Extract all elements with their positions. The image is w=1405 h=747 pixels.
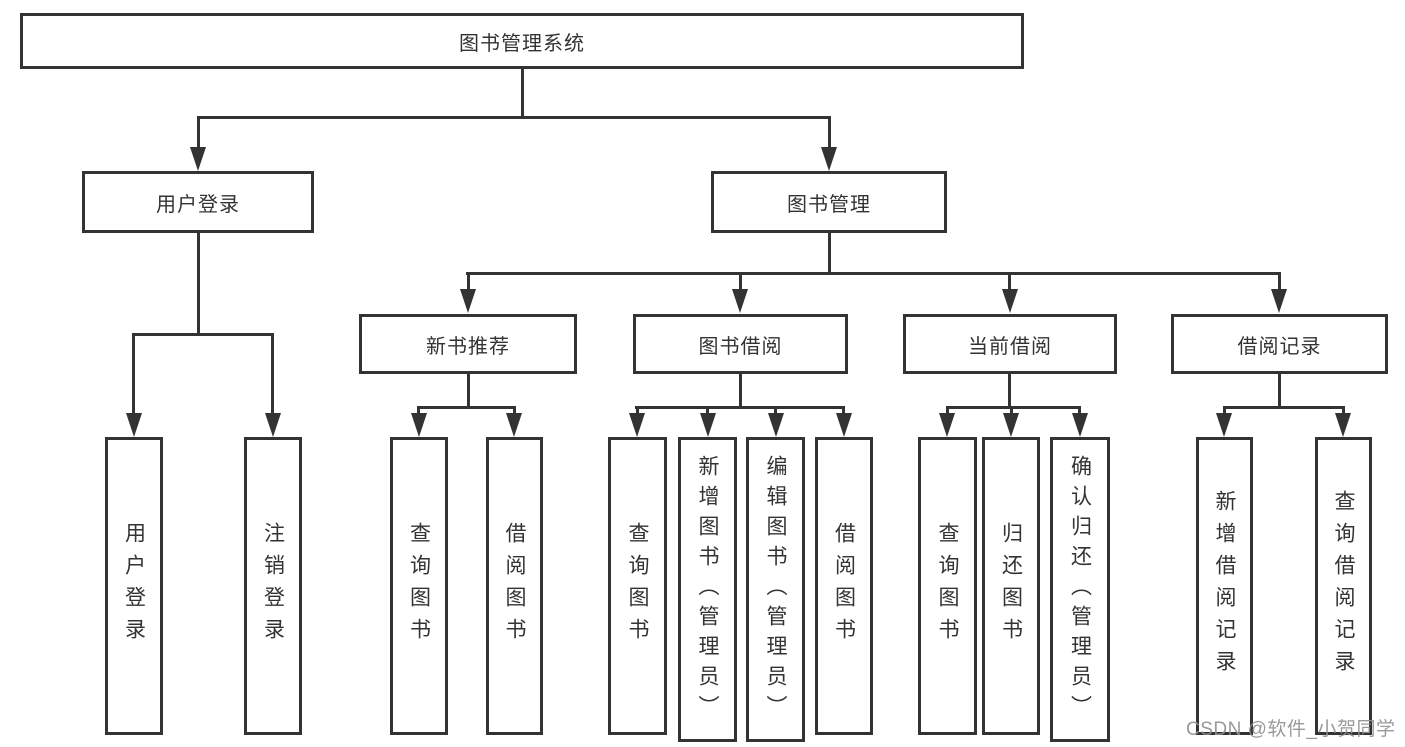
connector-book-management-bar xyxy=(466,272,1281,275)
node-current-borrow: 当前借阅 xyxy=(903,314,1117,374)
arrowhead-to-leaf-user-login xyxy=(126,413,142,437)
node-new-book-recommend: 新书推荐 xyxy=(359,314,577,374)
connector-borrow-drop-2 xyxy=(706,406,709,415)
connector-borrow-drop-1 xyxy=(636,406,639,415)
connector-user-login-stem xyxy=(197,233,200,336)
connector-user-login-drop-1 xyxy=(132,333,135,415)
arrowhead-to-current-borrow xyxy=(1002,289,1018,313)
csdn-watermark: CSDN @软件_小贺同学 xyxy=(1186,719,1396,740)
connector-newrec-bar xyxy=(417,406,516,409)
arrowhead-to-newrec-query-book xyxy=(411,413,427,437)
arrowhead-to-records-add-record xyxy=(1216,413,1232,437)
leaf-current-confirm-return-admin-label: 确认归还（管理员） xyxy=(1068,454,1092,725)
connector-newrec-drop-1 xyxy=(417,406,420,415)
node-book-management-label: 图书管理 xyxy=(787,193,871,216)
node-borrow-records-label: 借阅记录 xyxy=(1237,335,1322,358)
leaf-borrow-borrow-book-label: 借阅图书 xyxy=(832,522,856,650)
leaf-records-query-record-label: 查询借阅记录 xyxy=(1332,490,1355,682)
arrowhead-to-borrow-query-book xyxy=(629,413,645,437)
connector-bm-drop-borrow xyxy=(739,272,742,290)
arrowhead-to-current-confirm-return xyxy=(1072,413,1088,437)
connector-borrow-drop-3 xyxy=(774,406,777,415)
leaf-current-return-book: 归还图书 xyxy=(982,437,1040,735)
connector-root-stem xyxy=(521,69,524,119)
node-user-login-label: 用户登录 xyxy=(156,193,240,216)
node-book-management: 图书管理 xyxy=(711,171,947,233)
arrowhead-to-leaf-logout xyxy=(265,413,281,437)
leaf-records-add-record-label: 新增借阅记录 xyxy=(1213,490,1236,682)
leaf-newrec-borrow-book-label: 借阅图书 xyxy=(503,522,526,650)
arrowhead-to-new-book-recommend xyxy=(460,289,476,313)
arrowhead-to-book-borrow xyxy=(732,289,748,313)
connector-current-bar xyxy=(946,406,1081,409)
connector-records-stem xyxy=(1278,374,1281,408)
arrowhead-to-borrow-add-book xyxy=(700,413,716,437)
connector-newrec-stem xyxy=(467,374,470,408)
connector-root-drop-book-management xyxy=(828,116,831,149)
arrowhead-to-borrow-edit-book xyxy=(768,413,784,437)
node-root-label: 图书管理系统 xyxy=(459,32,585,55)
leaf-current-query-book-label: 查询图书 xyxy=(936,522,959,650)
arrowhead-to-borrow-borrow-book xyxy=(836,413,852,437)
connector-borrow-drop-4 xyxy=(842,406,845,415)
leaf-logout: 注销登录 xyxy=(244,437,302,735)
connector-book-management-stem xyxy=(828,233,831,274)
connector-records-drop-2 xyxy=(1342,406,1345,415)
leaf-newrec-query-book-label: 查询图书 xyxy=(407,522,431,650)
connector-user-login-bar xyxy=(132,333,274,336)
node-current-borrow-label: 当前借阅 xyxy=(968,335,1052,358)
leaf-current-query-book: 查询图书 xyxy=(918,437,977,735)
leaf-borrow-add-book-admin-label: 新增图书（管理员） xyxy=(696,454,719,725)
arrowhead-to-newrec-borrow-book xyxy=(506,413,522,437)
connector-bm-drop-newrec xyxy=(467,272,470,290)
leaf-user-login: 用户登录 xyxy=(105,437,163,735)
leaf-records-query-record: 查询借阅记录 xyxy=(1315,437,1372,735)
leaf-borrow-borrow-book: 借阅图书 xyxy=(815,437,873,735)
connector-records-bar xyxy=(1223,406,1345,409)
arrowhead-to-borrow-records xyxy=(1271,289,1287,313)
leaf-records-add-record: 新增借阅记录 xyxy=(1196,437,1253,735)
connector-borrow-bar xyxy=(635,406,845,409)
node-borrow-records: 借阅记录 xyxy=(1171,314,1388,374)
leaf-borrow-add-book-admin: 新增图书（管理员） xyxy=(678,437,737,742)
connector-current-drop-1 xyxy=(946,406,949,415)
node-user-login: 用户登录 xyxy=(82,171,314,233)
leaf-current-confirm-return-admin: 确认归还（管理员） xyxy=(1050,437,1110,742)
node-book-borrow: 图书借阅 xyxy=(633,314,848,374)
leaf-borrow-query-book: 查询图书 xyxy=(608,437,667,735)
leaf-logout-label: 注销登录 xyxy=(261,522,285,650)
node-root-library-system: 图书管理系统 xyxy=(20,13,1024,69)
connector-current-drop-2 xyxy=(1010,406,1013,415)
connector-bm-drop-records xyxy=(1278,272,1281,290)
connector-root-drop-user-login xyxy=(197,116,200,149)
connector-user-login-drop-2 xyxy=(271,333,274,415)
arrowhead-to-current-query-book xyxy=(939,413,955,437)
leaf-borrow-edit-book-admin: 编辑图书（管理员） xyxy=(746,437,805,742)
connector-current-drop-3 xyxy=(1078,406,1081,415)
leaf-borrow-query-book-label: 查询图书 xyxy=(626,522,649,650)
arrowhead-to-records-query-record xyxy=(1335,413,1351,437)
connector-bm-drop-current xyxy=(1008,272,1011,290)
connector-current-stem xyxy=(1008,374,1011,408)
arrowhead-to-book-management xyxy=(821,147,837,171)
leaf-current-return-book-label: 归还图书 xyxy=(999,522,1023,650)
leaf-user-login-label: 用户登录 xyxy=(122,522,146,650)
leaf-borrow-edit-book-admin-label: 编辑图书（管理员） xyxy=(764,454,787,725)
connector-records-drop-1 xyxy=(1223,406,1226,415)
arrowhead-to-user-login xyxy=(190,147,206,171)
leaf-newrec-borrow-book: 借阅图书 xyxy=(486,437,543,735)
node-new-book-recommend-label: 新书推荐 xyxy=(426,335,510,358)
node-book-borrow-label: 图书借阅 xyxy=(698,335,783,358)
connector-newrec-drop-2 xyxy=(513,406,516,415)
arrowhead-to-current-return-book xyxy=(1003,413,1019,437)
connector-root-bar xyxy=(197,116,831,119)
leaf-newrec-query-book: 查询图书 xyxy=(390,437,448,735)
connector-borrow-stem xyxy=(739,374,742,408)
